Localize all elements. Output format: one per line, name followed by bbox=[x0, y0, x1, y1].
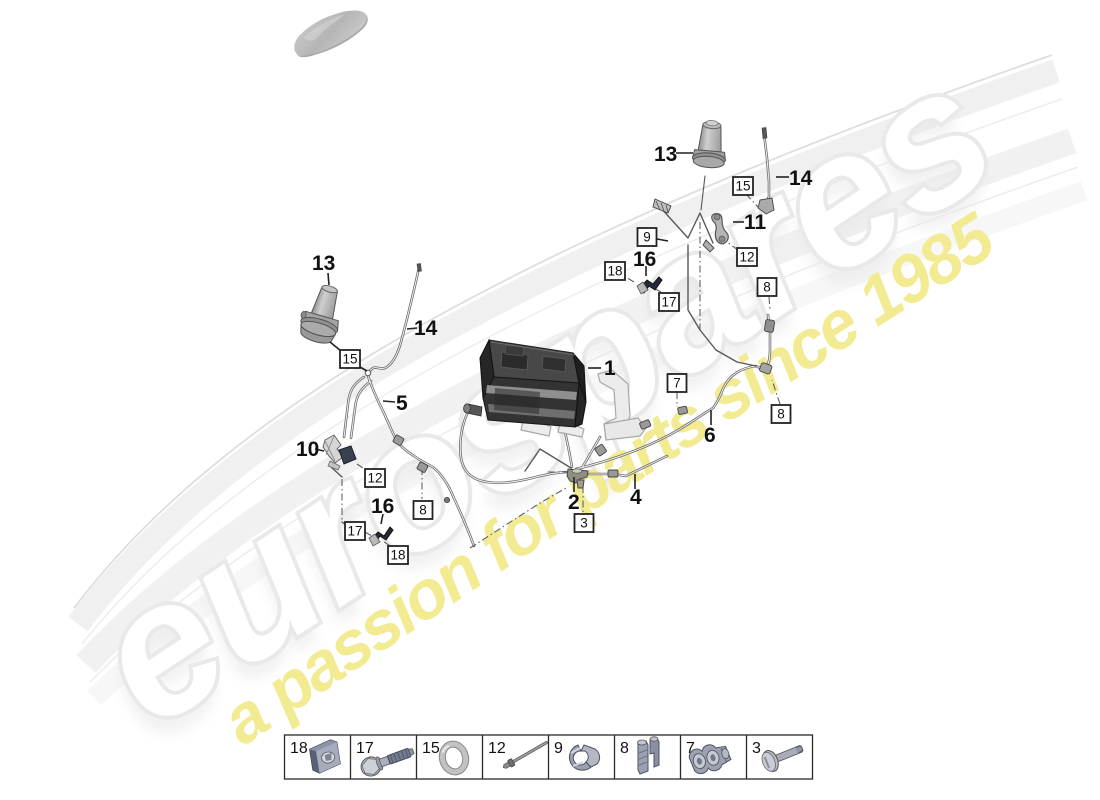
svg-text:2: 2 bbox=[568, 491, 580, 514]
svg-text:3: 3 bbox=[580, 516, 588, 531]
svg-text:8: 8 bbox=[419, 503, 427, 518]
svg-text:13: 13 bbox=[312, 252, 335, 275]
svg-text:16: 16 bbox=[371, 495, 394, 518]
svg-text:7: 7 bbox=[673, 376, 681, 391]
svg-text:12: 12 bbox=[488, 740, 506, 757]
svg-text:7: 7 bbox=[686, 740, 695, 757]
svg-text:5: 5 bbox=[396, 392, 408, 415]
svg-text:8: 8 bbox=[763, 280, 771, 295]
svg-text:8: 8 bbox=[777, 407, 785, 422]
svg-text:12: 12 bbox=[739, 250, 754, 265]
svg-text:1: 1 bbox=[604, 357, 616, 380]
svg-text:14: 14 bbox=[414, 317, 438, 340]
svg-text:18: 18 bbox=[390, 548, 405, 563]
svg-text:11: 11 bbox=[744, 211, 767, 234]
svg-text:18: 18 bbox=[607, 264, 622, 279]
svg-text:17: 17 bbox=[347, 524, 362, 539]
svg-text:15: 15 bbox=[735, 179, 750, 194]
svg-text:18: 18 bbox=[290, 740, 308, 757]
svg-text:10: 10 bbox=[296, 438, 319, 461]
svg-text:9: 9 bbox=[554, 740, 563, 757]
svg-text:8: 8 bbox=[620, 740, 629, 757]
svg-text:13: 13 bbox=[654, 143, 677, 166]
svg-text:12: 12 bbox=[367, 471, 382, 486]
svg-text:3: 3 bbox=[752, 740, 761, 757]
svg-text:17: 17 bbox=[356, 740, 374, 757]
svg-text:15: 15 bbox=[342, 352, 357, 367]
svg-text:16: 16 bbox=[633, 248, 656, 271]
svg-text:9: 9 bbox=[643, 230, 651, 245]
svg-text:15: 15 bbox=[422, 740, 440, 757]
svg-text:4: 4 bbox=[630, 486, 642, 509]
svg-text:14: 14 bbox=[789, 167, 813, 190]
svg-text:6: 6 bbox=[704, 424, 716, 447]
svg-text:17: 17 bbox=[661, 295, 676, 310]
